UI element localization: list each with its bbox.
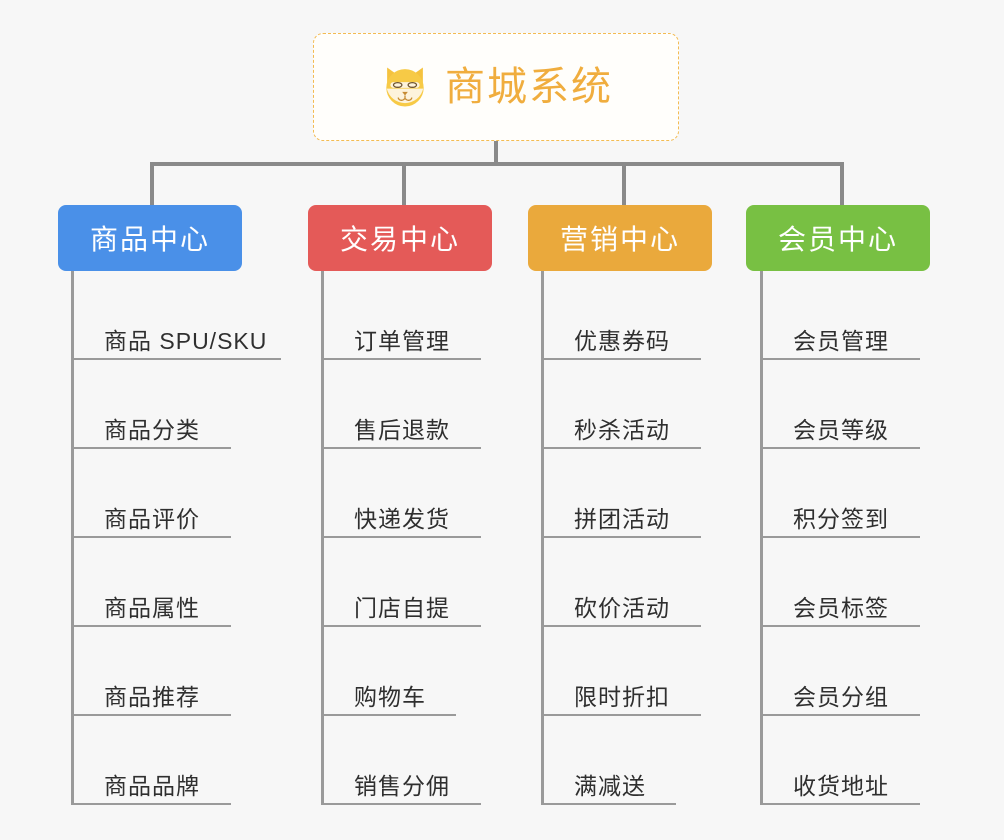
- leaf-item[interactable]: 会员管理: [760, 271, 920, 360]
- leaf-label: 会员分组: [793, 683, 889, 710]
- connector-drop-4: [840, 162, 844, 207]
- leaf-item[interactable]: 商品推荐: [71, 627, 231, 716]
- leaf-label: 销售分佣: [354, 772, 450, 799]
- root-node-content: 商城系统: [379, 61, 613, 113]
- leaf-item[interactable]: 收货地址: [760, 716, 920, 805]
- leaf-item[interactable]: 砍价活动: [541, 538, 701, 627]
- connector-horizontal-bus: [150, 162, 844, 166]
- leaf-item[interactable]: 销售分佣: [321, 716, 481, 805]
- leaf-item[interactable]: 限时折扣: [541, 627, 701, 716]
- connector-root-stem: [494, 141, 498, 164]
- branch-spine-2: [321, 271, 324, 805]
- category-label-3: 营销中心: [559, 224, 680, 255]
- leaf-item[interactable]: 优惠券码: [541, 271, 701, 360]
- leaf-item[interactable]: 会员标签: [760, 538, 920, 627]
- connector-drop-2: [402, 162, 406, 207]
- category-box-3[interactable]: 营销中心: [528, 205, 712, 271]
- root-title: 商城系统: [445, 65, 613, 109]
- category-label-1: 商品中心: [89, 224, 210, 255]
- category-label-2: 交易中心: [339, 224, 460, 255]
- dog-face-icon: [386, 67, 424, 107]
- leaf-item[interactable]: 会员等级: [760, 360, 920, 449]
- leaf-label: 积分签到: [793, 505, 889, 532]
- leaf-item[interactable]: 门店自提: [321, 538, 481, 627]
- leaf-label: 门店自提: [354, 594, 450, 621]
- leaf-label: 商品评价: [104, 505, 200, 532]
- leaf-label: 会员管理: [793, 327, 889, 354]
- leaf-item[interactable]: 快递发货: [321, 449, 481, 538]
- category-box-4[interactable]: 会员中心: [746, 205, 930, 271]
- leaf-item[interactable]: 积分签到: [760, 449, 920, 538]
- leaf-item[interactable]: 商品分类: [71, 360, 231, 449]
- leaf-label: 售后退款: [354, 416, 450, 443]
- leaf-label: 拼团活动: [574, 505, 670, 532]
- leaf-item[interactable]: 售后退款: [321, 360, 481, 449]
- leaf-label: 砍价活动: [574, 594, 670, 621]
- leaf-item[interactable]: 商品评价: [71, 449, 231, 538]
- leaf-item[interactable]: 商品属性: [71, 538, 231, 627]
- branch-spine-3: [541, 271, 544, 805]
- leaf-label: 优惠券码: [574, 327, 670, 354]
- root-node[interactable]: 商城系统: [313, 33, 679, 141]
- leaf-item[interactable]: 购物车: [321, 627, 456, 716]
- category-box-2[interactable]: 交易中心: [308, 205, 492, 271]
- leaf-label: 商品分类: [104, 416, 200, 443]
- leaf-label: 收货地址: [793, 772, 889, 799]
- leaf-item[interactable]: 拼团活动: [541, 449, 701, 538]
- leaf-label: 订单管理: [354, 327, 450, 354]
- leaf-item[interactable]: 会员分组: [760, 627, 920, 716]
- branch-spine-1: [71, 271, 74, 805]
- leaf-label: 满减送: [574, 772, 646, 799]
- connector-drop-1: [150, 162, 154, 207]
- leaf-label: 秒杀活动: [574, 416, 670, 443]
- category-box-1[interactable]: 商品中心: [58, 205, 242, 271]
- leaf-label: 限时折扣: [574, 683, 670, 710]
- category-label-4: 会员中心: [777, 224, 898, 255]
- leaf-item[interactable]: 商品 SPU/SKU: [71, 271, 281, 360]
- leaf-item[interactable]: 商品品牌: [71, 716, 231, 805]
- leaf-label: 会员标签: [793, 594, 889, 621]
- leaf-item[interactable]: 订单管理: [321, 271, 481, 360]
- leaf-label: 商品推荐: [104, 683, 200, 710]
- leaf-label: 快递发货: [354, 505, 450, 532]
- leaf-item[interactable]: 满减送: [541, 716, 676, 805]
- branch-spine-4: [760, 271, 763, 805]
- leaf-label: 商品 SPU/SKU: [104, 327, 268, 354]
- leaf-label: 商品属性: [104, 594, 200, 621]
- leaf-label: 购物车: [354, 683, 426, 710]
- leaf-label: 商品品牌: [104, 772, 200, 799]
- leaf-item[interactable]: 秒杀活动: [541, 360, 701, 449]
- connector-drop-3: [622, 162, 626, 207]
- leaf-label: 会员等级: [793, 416, 889, 443]
